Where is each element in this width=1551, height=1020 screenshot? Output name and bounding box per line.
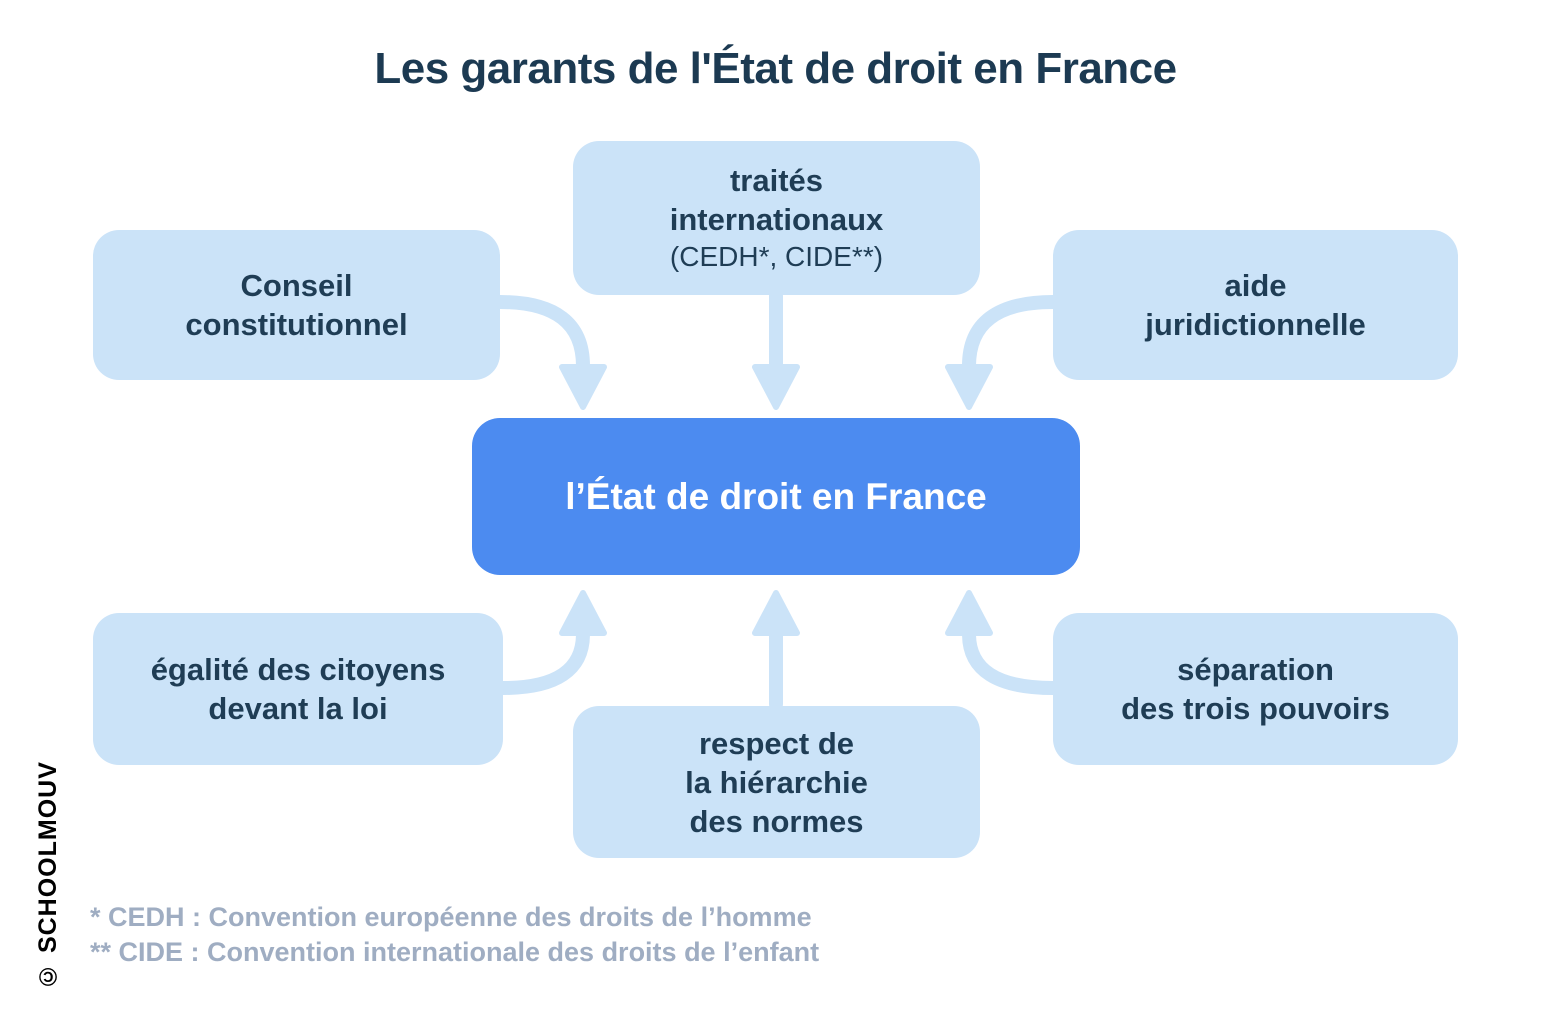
node-etat-de-droit-center: l’État de droit en France xyxy=(472,418,1080,575)
node-line: la hiérarchie xyxy=(685,764,868,800)
footnote-cedh: * CEDH : Convention européenne des droit… xyxy=(90,902,812,932)
node-line: devant la loi xyxy=(208,691,388,726)
node-line: respect de xyxy=(698,725,855,761)
node-line: constitutionnel xyxy=(185,307,408,342)
footnote-cide: ** CIDE : Convention internationale des … xyxy=(90,937,820,967)
arrowhead-traites xyxy=(752,364,800,410)
arrowhead-separation xyxy=(945,590,993,636)
node-line: égalité des citoyens xyxy=(150,652,446,687)
arrowhead-egalite xyxy=(559,590,607,636)
node-egalite-citoyens: égalité des citoyens devant la loi xyxy=(93,613,503,765)
node-subline: (CEDH*, CIDE**) xyxy=(669,241,884,272)
node-respect-hierarchie-normes: respect de la hiérarchie des normes xyxy=(573,706,980,858)
node-line: traités xyxy=(729,163,824,198)
node-line: Conseil xyxy=(240,268,353,303)
diagram-title: Les garants de l'État de droit en France xyxy=(374,44,1177,93)
arrow-conseil-to-center xyxy=(493,295,590,373)
footnotes: * CEDH : Convention européenne des droit… xyxy=(90,900,819,970)
arrow-separation-to-center xyxy=(962,627,1060,695)
arrowhead-respect xyxy=(752,590,800,636)
node-line: des normes xyxy=(689,803,864,839)
arrow-egalite-to-center xyxy=(496,627,590,695)
node-line: aide xyxy=(1224,268,1287,303)
node-line: internationaux xyxy=(669,202,884,237)
node-line: juridictionnelle xyxy=(1145,307,1366,342)
node-conseil-constitutionnel: Conseil constitutionnel xyxy=(93,230,500,380)
node-line: séparation xyxy=(1177,652,1334,687)
node-separation-pouvoirs: séparation des trois pouvoirs xyxy=(1053,613,1458,765)
arrow-aide-to-center xyxy=(962,295,1060,373)
node-line: des trois pouvoirs xyxy=(1121,691,1390,726)
node-aide-juridictionnelle: aide juridictionnelle xyxy=(1053,230,1458,380)
schoolmouv-logo: © SCHOOLMOUV xyxy=(34,761,62,990)
node-traites-internationaux: traités internationaux (CEDH*, CIDE**) xyxy=(573,141,980,295)
arrowhead-aide xyxy=(945,364,993,410)
arrowhead-conseil xyxy=(559,364,607,410)
center-node-label: l’État de droit en France xyxy=(565,475,987,517)
